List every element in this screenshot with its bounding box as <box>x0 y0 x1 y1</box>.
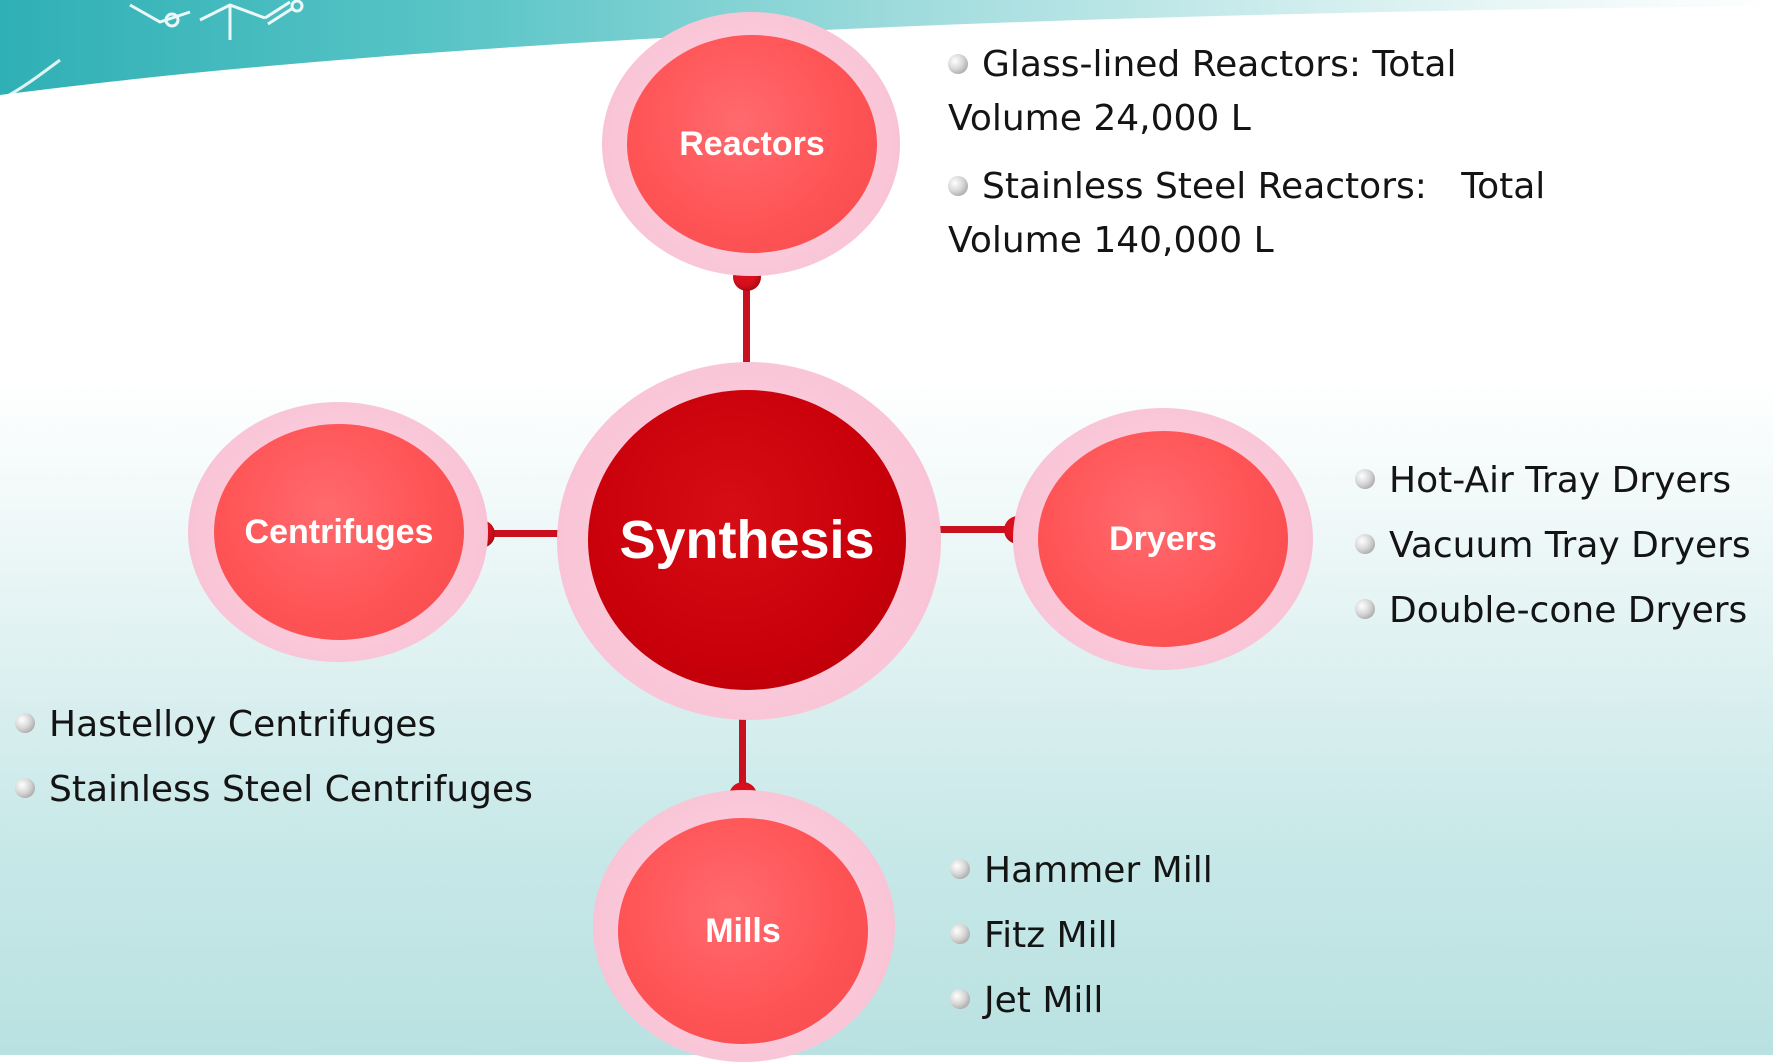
connector-top <box>743 278 750 362</box>
list-item: Hammer Mill <box>950 838 1213 903</box>
dryers-node: Dryers <box>1038 431 1288 647</box>
mills-node-label: Mills <box>705 911 781 950</box>
dryers-node-label: Dryers <box>1109 519 1217 558</box>
header-swoosh <box>0 0 1773 102</box>
gray-sphere-bullet-icon <box>1355 598 1375 619</box>
synthesis-node-label: Synthesis <box>619 510 875 570</box>
list-item: Hot-Air Tray Dryers <box>1355 448 1751 513</box>
gray-sphere-bullet-icon <box>950 988 970 1009</box>
list-item: Hastelloy Centrifuges <box>15 692 533 757</box>
molecule-structure-icon <box>129 0 304 40</box>
connector-right <box>938 526 1013 533</box>
dryers-item-vacuum: Vacuum Tray Dryers <box>1389 525 1751 566</box>
connector-bottom <box>739 716 746 796</box>
reactors-node-label: Reactors <box>679 124 825 163</box>
list-item: Stainless Steel Reactors: Total Volume 1… <box>948 160 1588 268</box>
mills-list: Hammer Mill Fitz Mill Jet Mill <box>950 838 1213 1033</box>
list-item: Vacuum Tray Dryers <box>1355 513 1751 578</box>
centrifuges-list: Hastelloy Centrifuges Stainless Steel Ce… <box>15 692 533 822</box>
gray-sphere-bullet-icon <box>1355 468 1375 489</box>
gray-sphere-bullet-icon <box>15 777 35 798</box>
gray-sphere-bullet-icon <box>948 176 968 196</box>
gray-sphere-bullet-icon <box>950 923 970 944</box>
gray-sphere-bullet-icon <box>1355 533 1375 554</box>
reactors-list: Glass-lined Reactors: Total Volume 24,00… <box>948 38 1588 268</box>
centrifuges-item-stainless-steel: Stainless Steel Centrifuges <box>49 769 533 810</box>
gray-sphere-bullet-icon <box>950 858 970 879</box>
list-item: Glass-lined Reactors: Total Volume 24,00… <box>948 38 1588 146</box>
gray-sphere-bullet-icon <box>948 54 968 74</box>
dryers-item-hot-air: Hot-Air Tray Dryers <box>1389 460 1732 501</box>
mills-node: Mills <box>618 818 868 1044</box>
centrifuges-node-label: Centrifuges <box>244 512 434 551</box>
centrifuges-node: Centrifuges <box>214 424 464 640</box>
reactors-item-glass-lined: Glass-lined Reactors: Total Volume 24,00… <box>948 44 1457 139</box>
reactors-item-stainless-steel: Stainless Steel Reactors: Total Volume 1… <box>948 166 1557 261</box>
dryers-list: Hot-Air Tray Dryers Vacuum Tray Dryers D… <box>1355 448 1751 643</box>
list-item: Stainless Steel Centrifuges <box>15 757 533 822</box>
list-item: Double-cone Dryers <box>1355 578 1751 643</box>
connector-left <box>480 530 558 537</box>
mills-item-fitz: Fitz Mill <box>984 915 1118 956</box>
dryers-item-double-cone: Double-cone Dryers <box>1389 590 1748 631</box>
centrifuges-item-hastelloy: Hastelloy Centrifuges <box>49 704 437 745</box>
mills-item-jet: Jet Mill <box>984 980 1104 1021</box>
list-item: Jet Mill <box>950 968 1213 1033</box>
mills-item-hammer: Hammer Mill <box>984 850 1213 891</box>
gray-sphere-bullet-icon <box>15 712 35 733</box>
list-item: Fitz Mill <box>950 903 1213 968</box>
reactors-node: Reactors <box>627 35 877 253</box>
synthesis-node: Synthesis <box>588 390 906 690</box>
